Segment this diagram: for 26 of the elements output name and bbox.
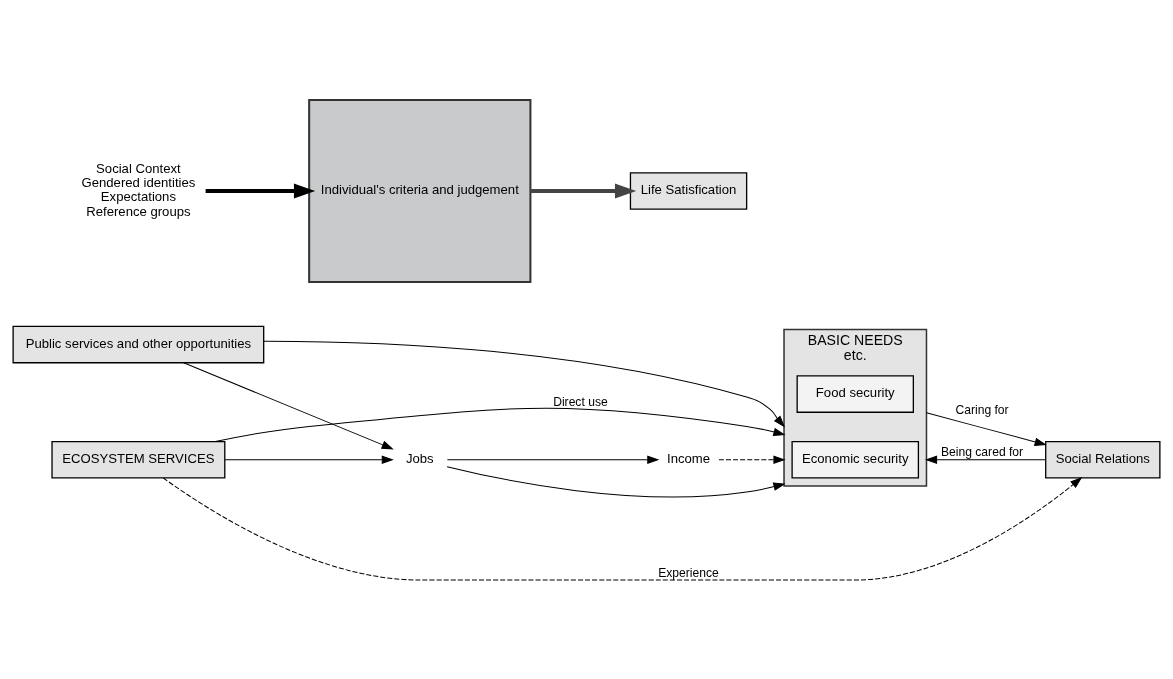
arrow	[183, 361, 394, 449]
node-text: Income	[667, 450, 711, 466]
arrow	[214, 407, 786, 442]
arrow	[924, 454, 1046, 464]
arrow	[162, 476, 1083, 580]
node-box: Public services and other opportunities	[12, 325, 265, 363]
arrow	[205, 183, 316, 198]
edge-label: Caring for	[955, 402, 1009, 417]
edge-label: Direct use	[553, 394, 608, 409]
node-box: Economic security	[791, 440, 920, 479]
node-box: ECOSYSTEM SERVICES	[51, 440, 226, 479]
node-text: Jobs	[405, 450, 434, 466]
arrow	[925, 411, 1047, 446]
edge-label: Being cared for	[940, 444, 1024, 459]
arrow	[718, 454, 786, 464]
edge-label: Experience	[658, 565, 719, 580]
node-text: Social Context Gendered identities Expectations Reference groups	[81, 160, 196, 219]
arrow	[446, 454, 660, 464]
arrow	[224, 454, 394, 464]
arrow	[263, 340, 785, 428]
arrow	[530, 183, 637, 198]
arrow	[446, 465, 786, 497]
node-box: Food security	[796, 374, 914, 413]
node-box: Individual's criteria and judgement	[308, 98, 532, 283]
node-box: Life Satisfication	[629, 171, 748, 210]
node-box: Social Relations	[1045, 440, 1161, 479]
